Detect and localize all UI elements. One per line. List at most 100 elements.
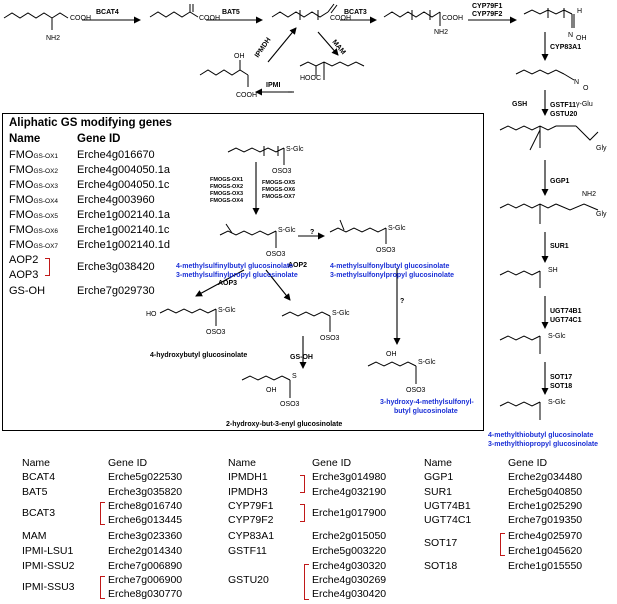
- label-ipmi: IPMI: [266, 82, 280, 89]
- atom-sglc-2: S-Glc: [548, 399, 566, 406]
- box-id-gsoh: Erche7g029730: [77, 285, 155, 297]
- box-id-fmo7: Erche1g002140.1d: [77, 239, 170, 251]
- t1-name-4: MAM: [22, 530, 47, 542]
- label-gsh: GSH: [512, 101, 527, 108]
- compound-msop: 3-methylsulfonylpropyl glucosinolate: [330, 272, 454, 279]
- atom-sglc-8: S-Glc: [418, 359, 436, 366]
- t1-id-4: Erche3g023360: [108, 530, 183, 542]
- label-sur1: SUR1: [550, 243, 569, 250]
- t3-head-id: Gene ID: [508, 457, 548, 469]
- t1-name-3: BCAT3: [22, 507, 56, 519]
- atom-oh-4: OH: [266, 387, 277, 394]
- box-row-fmo5: FMOGS-OX5: [9, 209, 59, 221]
- atom-cooh-4: COOH: [442, 15, 463, 22]
- atom-oh-3: OH: [386, 351, 397, 358]
- atom-oso3-6: OSO3: [406, 387, 426, 394]
- atom-cooh-1: COOH: [70, 15, 91, 22]
- structures: [3, 3, 599, 420]
- t2-id-5: Erche2g015050: [312, 530, 387, 542]
- t2-name-4: CYP79F2: [228, 514, 274, 526]
- box-id-fmo1: Erche4g016670: [77, 149, 155, 161]
- atom-cooh-5: COOH: [236, 92, 257, 99]
- atom-oso3-2: OSO3: [266, 251, 286, 258]
- t2-name-6: GSTF11: [228, 545, 267, 557]
- fmo-left-2: FMOGS-OX2: [210, 184, 243, 190]
- atom-oso3-4: OSO3: [206, 329, 226, 336]
- atom-n-1: N: [568, 32, 573, 39]
- atom-s: S: [292, 373, 297, 380]
- box-row-fmo6: FMOGS-OX6: [9, 224, 59, 236]
- atom-nh2-2: NH2: [434, 29, 448, 36]
- atom-gamma-glu: γ-Glu: [576, 101, 593, 108]
- box-id-fmo5: Erche1g002140.1a: [77, 209, 170, 221]
- t1-name-7: IPMI-SSU3: [22, 581, 75, 593]
- t2-name-1: IPMDH1: [228, 471, 268, 483]
- t3-id-4: Erche7g019350: [508, 514, 583, 526]
- fmo-left-3: FMOGS-OX3: [210, 191, 243, 197]
- atom-cooh-3: COOH: [330, 15, 351, 22]
- t3-id-3: Erche1g025290: [508, 500, 583, 512]
- label-ggp1: GGP1: [550, 178, 570, 185]
- atom-gly-2: Gly: [596, 211, 607, 218]
- t3-id-1: Erche2g034480: [508, 471, 583, 483]
- label-bat5: BAT5: [222, 9, 240, 16]
- fmo-right-7: FMOGS-OX7: [262, 194, 295, 200]
- t1-name-2: BAT5: [22, 486, 48, 498]
- box-id-fmo3: Erche4g004050.1c: [77, 179, 170, 191]
- t2-bracket-ipmdh: [300, 475, 305, 493]
- fmo-left-1: FMOGS-OX1: [210, 177, 243, 183]
- t3-id-5a: Erche4g025970: [508, 530, 583, 542]
- t3-head-name: Name: [424, 457, 453, 469]
- label-bcat3: BCAT3: [344, 9, 367, 16]
- t1-id-3b: Erche6g013445: [108, 514, 183, 526]
- t2-id-6: Erche5g003220: [312, 545, 387, 557]
- t2-name-2: IPMDH3: [228, 486, 268, 498]
- atom-h: H: [577, 8, 582, 15]
- label-aop3: AOP3: [218, 280, 237, 287]
- box-row-aop2: AOP2: [9, 254, 39, 266]
- atom-oso3-3: OSO3: [376, 247, 396, 254]
- t3-name-3: UGT74B1: [424, 500, 471, 512]
- atom-sglc-1: S-Glc: [548, 333, 566, 340]
- atom-ho: HO: [146, 311, 157, 318]
- compound-msp: 3-methylsulfinylpropyl glucosinolate: [176, 272, 298, 279]
- t2-name-5: CYP83A1: [228, 530, 275, 542]
- compound-msb: 4-methylsulfinylbutyl glucosinolate: [176, 263, 293, 270]
- fmo-right-5: FMOGS-OX5: [262, 180, 295, 186]
- t1-id-6: Erche7g006890: [108, 560, 183, 572]
- box-id-fmo4: Erche4g003960: [77, 194, 155, 206]
- atom-oso3-7: OSO3: [280, 401, 300, 408]
- atom-sh: SH: [548, 267, 558, 274]
- t2-id-1: Erche3g014980: [312, 471, 387, 483]
- box-row-gsoh: GS-OH: [9, 285, 46, 297]
- t1-id-7a: Erche7g006900: [108, 574, 183, 586]
- box-head-name: Name: [9, 133, 41, 145]
- label-gstf11: GSTF11: [550, 102, 576, 109]
- label-aop2: AOP2: [288, 262, 307, 269]
- atom-sglc-7: S-Glc: [332, 310, 350, 317]
- t1-name-1: BCAT4: [22, 471, 56, 483]
- t3-name-6: SOT18: [424, 560, 458, 572]
- atom-n-2: N: [574, 79, 579, 86]
- t1-head-id: Gene ID: [108, 457, 148, 469]
- label-ugt74c1: UGT74C1: [550, 317, 582, 324]
- t3-id-6: Erche1g015550: [508, 560, 583, 572]
- atom-oso3-1: OSO3: [272, 168, 292, 175]
- t2-id-2: Erche4g032190: [312, 486, 387, 498]
- box-title: Aliphatic GS modifying genes: [9, 117, 172, 129]
- label-ugt74b1: UGT74B1: [550, 308, 582, 315]
- t2-id-7b: Erche4g030269: [312, 574, 387, 586]
- compound-msob: 4-methylsulfonylbutyl glucosinolate: [330, 263, 450, 270]
- t2-id-7c: Erche4g030420: [312, 588, 387, 600]
- box-row-fmo4: FMOGS-OX4: [9, 194, 59, 206]
- atom-sglc-6: S-Glc: [218, 307, 236, 314]
- box-head-id: Gene ID: [77, 133, 121, 145]
- label-sot17: SOT17: [550, 374, 572, 381]
- atom-nh2-1: NH2: [46, 35, 60, 42]
- atom-cooh-2: COOH: [199, 15, 220, 22]
- aop-bracket: [45, 258, 50, 276]
- atom-sglc-4: S-Glc: [278, 227, 296, 234]
- atom-hooc: HOOC: [300, 75, 321, 82]
- t2-name-7: GSTU20: [228, 574, 269, 586]
- t1-id-7b: Erche8g030770: [108, 588, 183, 600]
